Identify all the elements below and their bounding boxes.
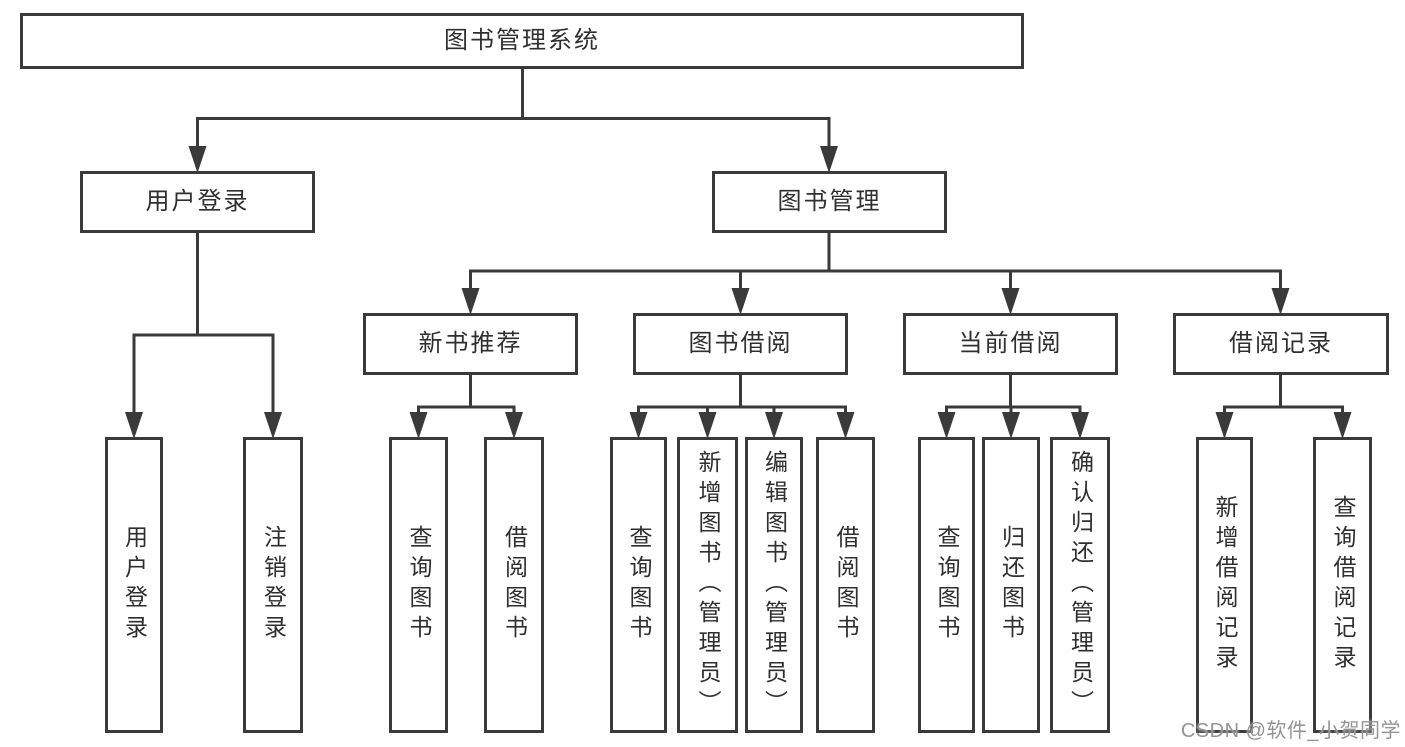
csdn-watermark: CSDN @软件_小贺同学 (1180, 720, 1401, 742)
node-label: 编辑图书（管理员） (761, 450, 788, 720)
leaf-edit-book-admin: 编辑图书（管理员） (745, 437, 803, 733)
leaf-borrow-book: 借阅图书 (816, 437, 875, 733)
node-library-management-system: 图书管理系统 (20, 13, 1024, 69)
node-label: 用户登录 (145, 188, 250, 215)
leaf-add-book-admin: 新增图书（管理员） (677, 437, 738, 733)
node-new-book-recommend: 新书推荐 (363, 313, 578, 375)
node-label: 图书借阅 (688, 330, 793, 357)
leaf-current-query-book: 查询图书 (918, 437, 975, 733)
node-label: 图书管理 (777, 188, 882, 215)
leaf-logout: 注销登录 (243, 437, 303, 733)
leaf-add-borrow-record: 新增借阅记录 (1196, 437, 1253, 733)
arrowheads (125, 146, 1352, 439)
node-label: 新增图书（管理员） (695, 450, 721, 720)
leaf-borrow-query-book: 查询图书 (610, 437, 667, 733)
leaf-recommend-query-book: 查询图书 (389, 437, 448, 733)
node-current-borrowing: 当前借阅 (903, 313, 1118, 375)
node-book-borrowing: 图书借阅 (633, 313, 848, 375)
leaf-query-borrow-record: 查询借阅记录 (1313, 437, 1372, 733)
node-label: 新书推荐 (418, 330, 523, 357)
node-label: 查询图书 (406, 525, 432, 645)
node-label: 当前借阅 (958, 330, 1063, 357)
node-label: 确认归还（管理员） (1067, 450, 1094, 720)
node-label: 注销登录 (260, 525, 287, 645)
leaf-confirm-return-admin: 确认归还（管理员） (1050, 437, 1110, 733)
node-borrowing-records: 借阅记录 (1173, 313, 1389, 375)
node-label: 查询借阅记录 (1330, 495, 1356, 675)
node-label: 借阅图书 (833, 525, 859, 645)
node-book-management: 图书管理 (712, 171, 947, 233)
node-label: 用户登录 (121, 525, 148, 645)
leaf-return-book: 归还图书 (982, 437, 1040, 733)
leaf-user-login: 用户登录 (105, 437, 163, 733)
node-user-login: 用户登录 (80, 171, 315, 233)
node-label: 新增借阅记录 (1212, 495, 1238, 675)
node-label: 借阅图书 (501, 525, 528, 645)
node-label: 查询图书 (934, 525, 960, 645)
node-label: 归还图书 (998, 525, 1025, 645)
node-label: 借阅记录 (1229, 330, 1333, 357)
node-label: 查询图书 (626, 525, 652, 645)
leaf-recommend-borrow-book: 借阅图书 (484, 437, 544, 733)
node-label: 图书管理系统 (444, 27, 600, 54)
